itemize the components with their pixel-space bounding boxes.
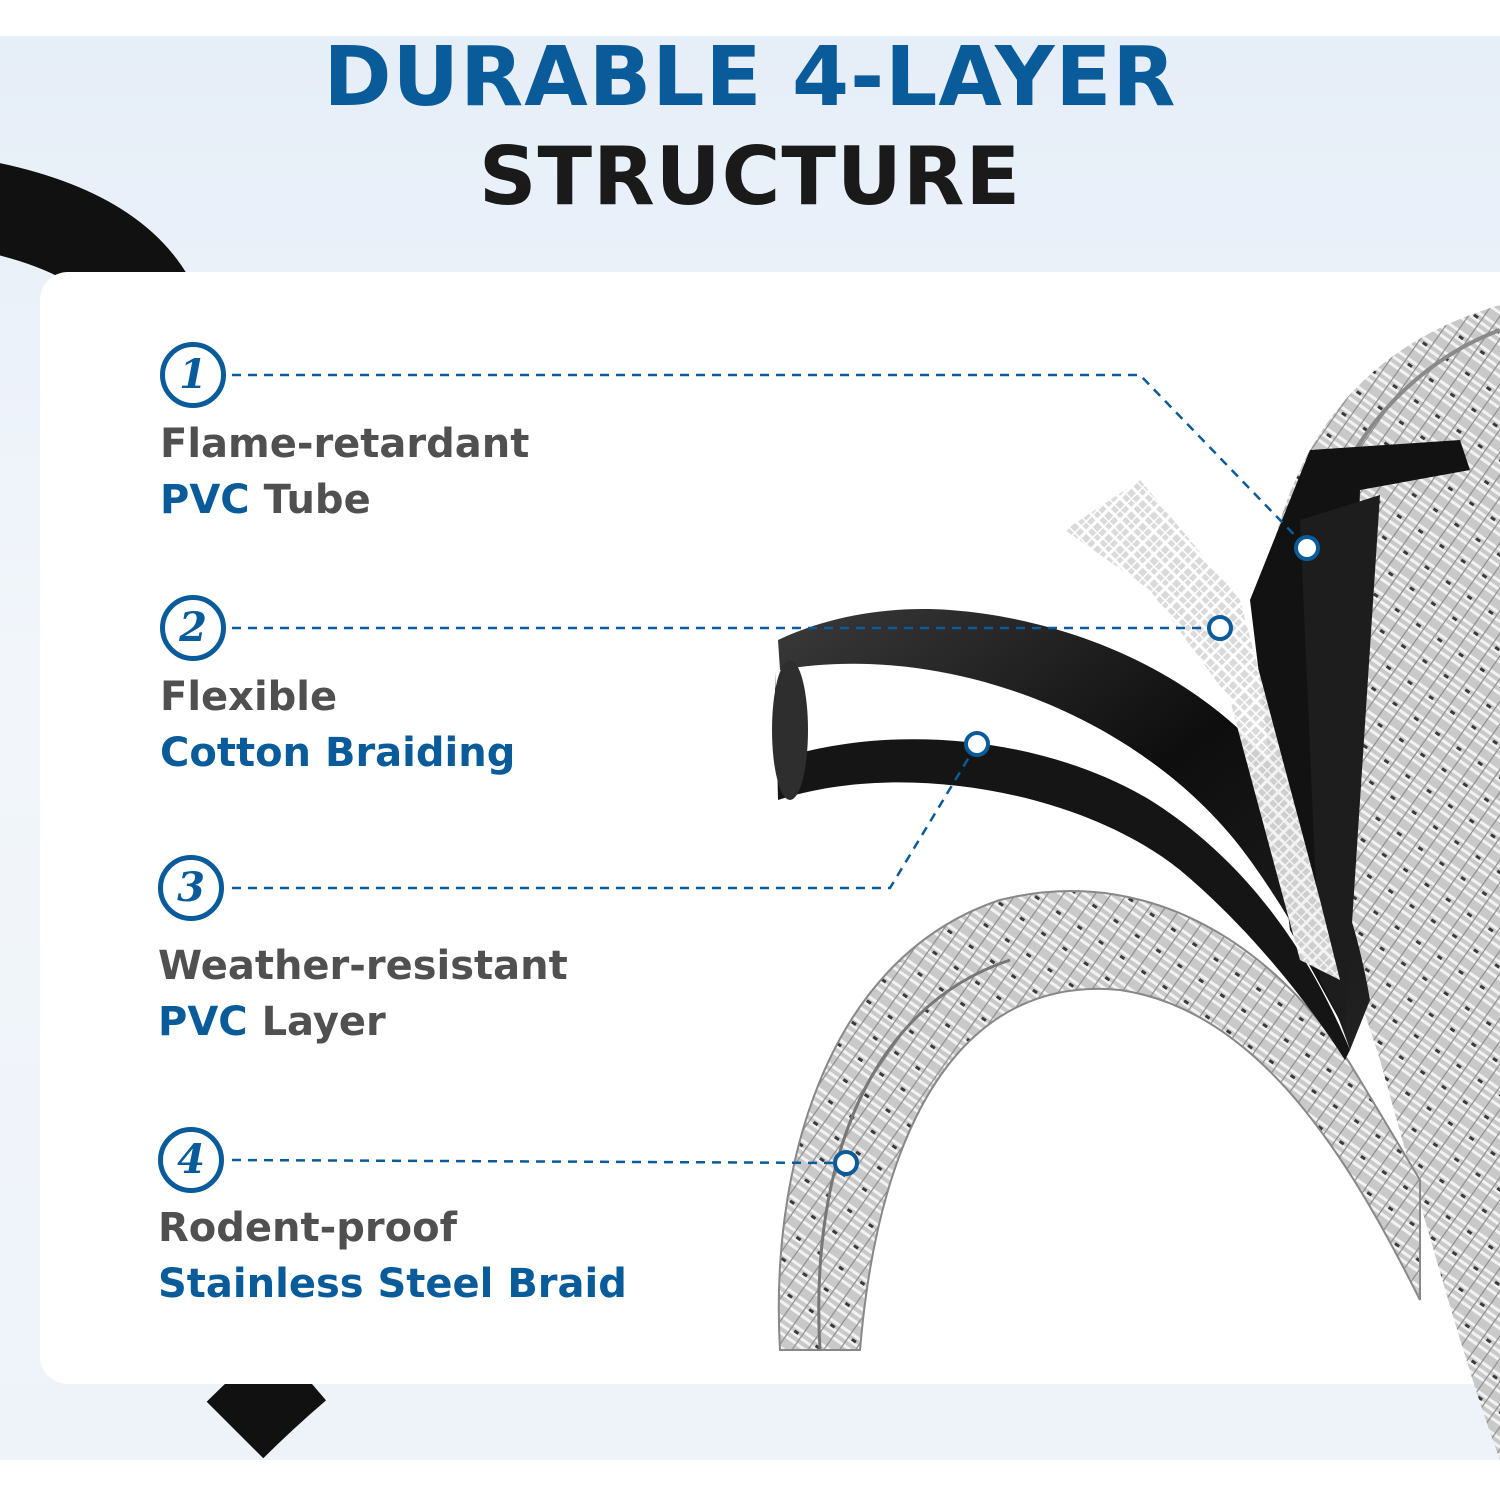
layer-1-line2-rest: Tube [249, 477, 371, 523]
layer-4-label: Rodent-proof Stainless Steel Braid [158, 1200, 627, 1312]
layer-1-label: Flame-retardant PVC Tube [160, 416, 529, 528]
layer-1-number-badge: 1 [160, 342, 226, 408]
layer-2-line1: Flexible [160, 674, 338, 720]
layer-3-number-badge: 3 [158, 855, 224, 921]
layer-3-highlight: PVC [158, 999, 248, 1045]
layer-2-number-badge: 2 [160, 595, 226, 661]
layer-4-number-badge: 4 [158, 1127, 224, 1193]
layer-3-line2-rest: Layer [247, 999, 386, 1045]
layer-4-line1: Rodent-proof [158, 1205, 457, 1251]
layer-2-highlight: Cotton Braiding [160, 730, 516, 776]
layer-3-line1: Weather-resistant [158, 943, 568, 989]
layer-1-line1: Flame-retardant [160, 421, 530, 467]
layer-4-highlight: Stainless Steel Braid [158, 1261, 627, 1307]
layer-3-label: Weather-resistant PVC Layer [158, 938, 568, 1050]
title-line-2: STRUCTURE [478, 130, 1022, 223]
layer-1-highlight: PVC [160, 477, 250, 523]
layer-2-label: Flexible Cotton Braiding [160, 669, 515, 781]
title-line-1: DURABLE 4-LAYER [323, 30, 1177, 125]
